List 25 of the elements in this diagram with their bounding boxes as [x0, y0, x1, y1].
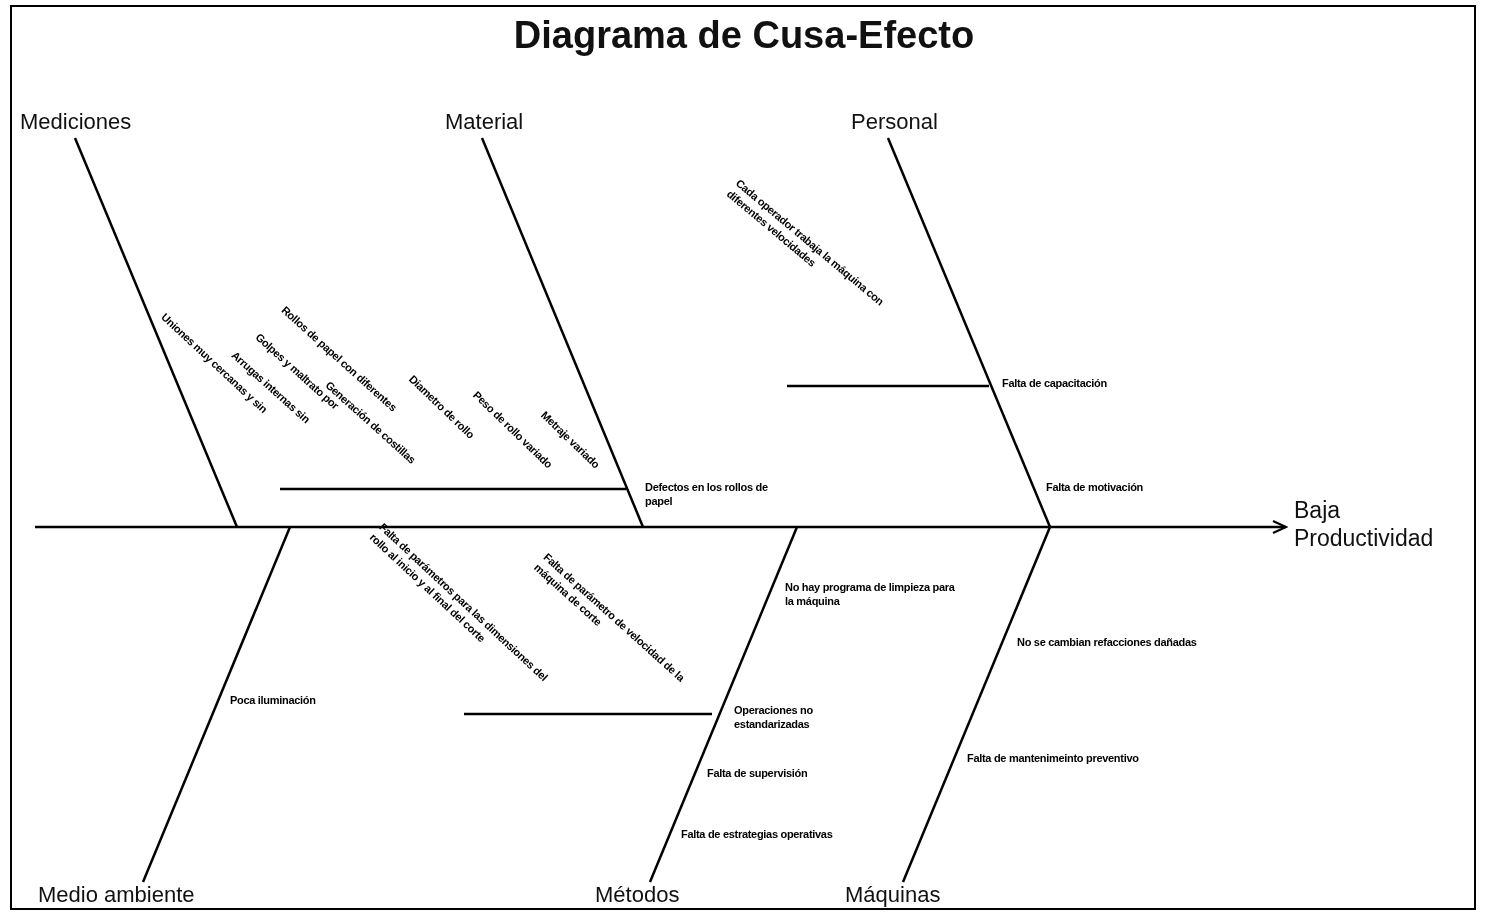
cause-text: No hay programa de limpieza para la máquina: [785, 580, 956, 609]
category-label: Personal: [851, 109, 938, 136]
cause-text: Operaciones no estandarizadas: [734, 703, 814, 732]
category-label: Medio ambiente: [38, 882, 195, 909]
cause-text: Defectos en los rollos de papel: [645, 480, 769, 509]
category-bone: [648, 526, 799, 883]
cause-text: Falta de mantenimeinto preventivo: [967, 751, 1139, 766]
category-bone: [480, 137, 645, 528]
category-bone: [73, 137, 239, 528]
cause-text: Falta de capacitación: [1002, 376, 1107, 391]
category-label: Material: [445, 109, 524, 136]
cause-text: Poca iluminación: [230, 693, 316, 708]
cause-text: No se cambian refacciones dañadas: [1017, 635, 1197, 650]
category-label: Máquinas: [845, 882, 941, 909]
diagram-title: Diagrama de Cusa-Efecto: [512, 14, 976, 57]
spine-arrow: [35, 520, 1287, 534]
category-bone: [901, 526, 1052, 883]
category-label: Mediciones: [20, 109, 132, 136]
effect-label: Baja Productividad: [1294, 497, 1474, 553]
category-bone: [886, 137, 1052, 528]
cause-text: Falta de motivación: [1046, 480, 1143, 495]
cause-text: Falta de supervisión: [707, 766, 808, 781]
category-label: Métodos: [595, 882, 680, 909]
cause-text: Falta de estrategias operativas: [681, 827, 833, 842]
category-bone: [141, 526, 292, 883]
